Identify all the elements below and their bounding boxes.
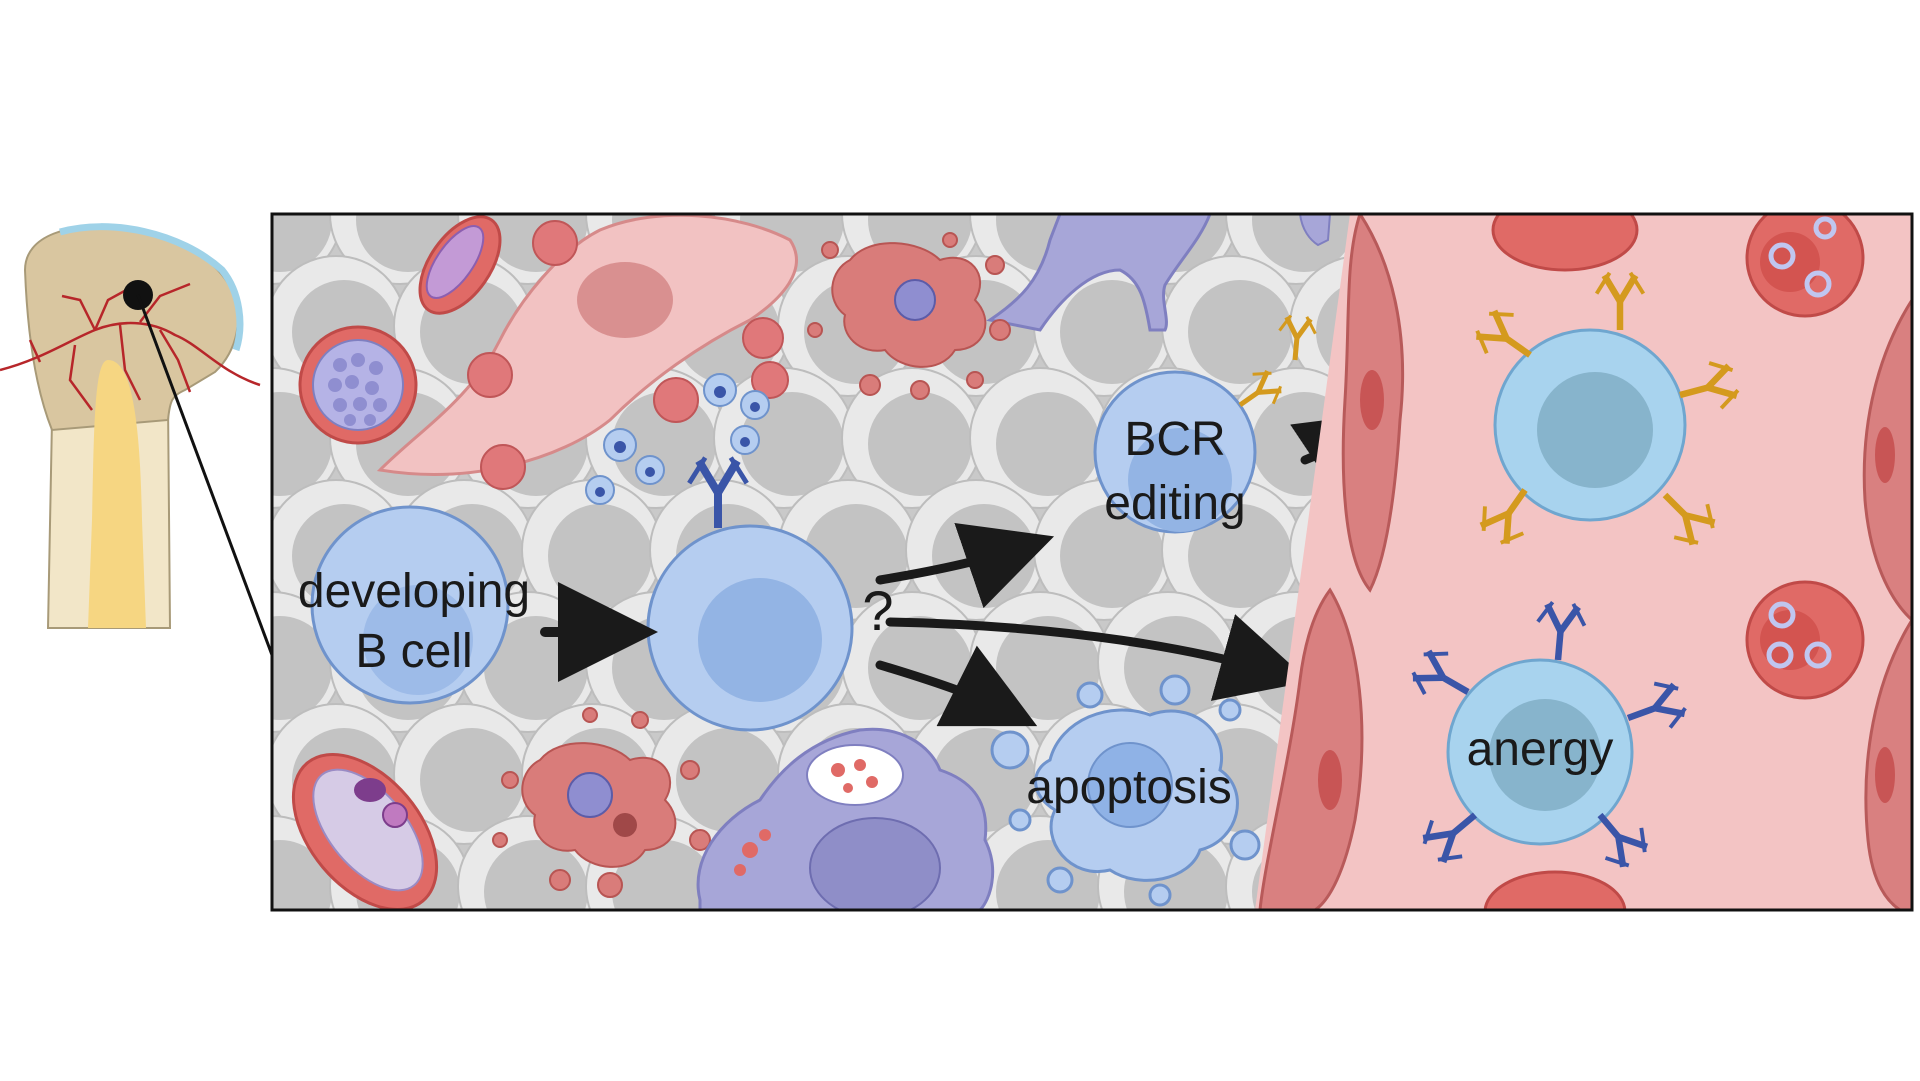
articular-cartilage-icon bbox=[59, 223, 244, 352]
dendritic-cell-process bbox=[1298, 214, 1332, 247]
platelet-aggregate-core bbox=[613, 813, 637, 837]
arrow-to-apoptosis bbox=[875, 645, 1038, 727]
arrow-to-bcr-editing bbox=[875, 522, 1055, 609]
label-editing: editing bbox=[1104, 477, 1246, 530]
label-question-mark: ? bbox=[862, 579, 894, 642]
apoptotic-cell bbox=[990, 674, 1261, 907]
apoptotic-cell-nucleus bbox=[1087, 742, 1173, 828]
engulfed-fragments bbox=[734, 759, 878, 876]
parasite-rings-icon bbox=[1766, 216, 1837, 669]
label-developing: developing bbox=[297, 565, 531, 618]
zoom-callout-line bbox=[136, 294, 274, 656]
megakaryocyte-lobes bbox=[328, 353, 387, 426]
developing-b-cell-nucleus bbox=[363, 585, 473, 695]
stromal-cell bbox=[376, 214, 798, 476]
zoom-panel-frame bbox=[270, 212, 1914, 912]
label-bcr: BCR bbox=[1124, 413, 1226, 466]
label-anergy: anergy bbox=[1466, 723, 1614, 776]
organelle bbox=[382, 802, 408, 828]
stromal-cell-vesicles bbox=[467, 220, 789, 490]
immature-b-cell-nucleus bbox=[698, 578, 822, 702]
phagosome bbox=[806, 744, 904, 806]
b-cell-orange-igg-nucleus bbox=[1537, 372, 1653, 488]
platelet-aggregate-core bbox=[894, 279, 936, 321]
eosinophil-body bbox=[425, 225, 485, 299]
dendritic-cell-process bbox=[986, 214, 1212, 332]
organelle bbox=[354, 778, 386, 802]
stromal-cell-nucleus bbox=[577, 262, 673, 338]
label-b-cell: B cell bbox=[355, 625, 473, 678]
bcr-editing-cell-nucleus bbox=[1128, 428, 1232, 532]
fate-arrows bbox=[540, 412, 1390, 727]
marrow-cavity bbox=[88, 360, 146, 628]
macrophage-nucleus bbox=[809, 817, 941, 910]
bone-illustration bbox=[0, 223, 274, 656]
label-apoptosis: apoptosis bbox=[1026, 761, 1232, 814]
platelet-aggregate-core bbox=[567, 772, 613, 818]
blood-vessel bbox=[1255, 214, 1912, 910]
anergic-b-cell-nucleus bbox=[1489, 699, 1601, 811]
blood-vessels-icon bbox=[0, 282, 261, 411]
arrow-to-anergy bbox=[885, 614, 1310, 701]
